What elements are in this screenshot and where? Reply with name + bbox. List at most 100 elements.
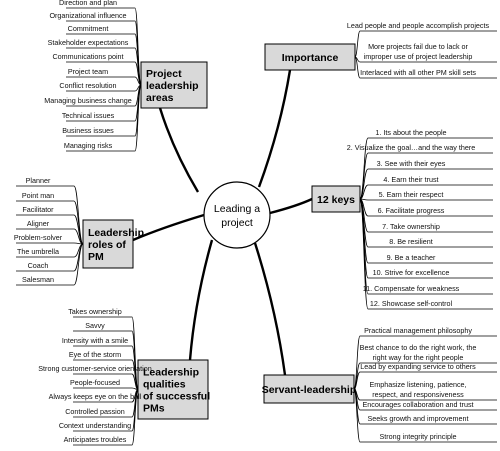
item-label: Stakeholder expectations (48, 38, 129, 47)
item-label: Coach (28, 261, 49, 270)
item-label: People-focused (70, 378, 120, 387)
topic-title-line: PM (88, 251, 104, 263)
branch-item: Problem-solver (14, 233, 63, 242)
branch-item: 8. Be resilient (389, 237, 433, 246)
branch-servant-leadership: Servant-leadership Practical management p… (262, 326, 477, 441)
trunk-twelve-keys (269, 197, 313, 215)
item-connector (353, 335, 361, 390)
item-label: Managing risks (64, 141, 113, 150)
item-label: Business issues (62, 126, 114, 135)
branch-item: Communications point (52, 52, 123, 61)
branch-item: 12. Showcase self-control (370, 299, 453, 308)
topic-title-line: Leadership (88, 227, 144, 239)
item-label: Project team (68, 67, 108, 76)
branch-item: Commitment (68, 24, 109, 33)
branch-item: Salesman (22, 275, 54, 284)
item-label: Always keeps eye on the ball (49, 392, 142, 401)
topic-title-line: PMs (143, 403, 165, 415)
branch-item: Conflict resolution (59, 81, 116, 90)
branch-item: Takes ownership (68, 307, 122, 316)
branch-item: Lead people and people accomplish projec… (347, 21, 490, 30)
branch-item: Facilitator (22, 205, 54, 214)
branch-item: Emphasize listening, patience,respect, a… (369, 380, 466, 399)
branch-item: 9. Be a teacher (387, 253, 436, 262)
branch-importance: Importance Lead people and people accompl… (264, 21, 490, 77)
item-label: improper use of project leadership (364, 52, 473, 61)
topic-title-line: areas (146, 92, 174, 104)
topic-box-leadership-qualities (137, 359, 209, 420)
topic-title-line: Servant-leadership (262, 384, 357, 396)
item-label: 12. Showcase self-control (370, 299, 453, 308)
item-connector (359, 168, 369, 200)
branch-item: Eye of the storm (69, 350, 121, 359)
branch-item: The umbrella (17, 247, 59, 256)
item-label: right way for the right people (373, 353, 464, 362)
topic-title-line: Importance (282, 52, 339, 64)
branch-item: Planner (26, 176, 51, 185)
item-label: More projects fail due to lack or (368, 42, 468, 51)
item-label: Emphasize listening, patience, (369, 380, 466, 389)
item-label: Interlaced with all other PM skill sets (360, 68, 476, 77)
item-label: Context understanding (59, 421, 131, 430)
item-label: 5. Earn their respect (379, 190, 444, 199)
topic-title-line: Leadership (143, 367, 199, 379)
item-label: respect, and responsiveness (372, 390, 464, 399)
item-label: Facilitator (22, 205, 54, 214)
item-label: 9. Be a teacher (387, 253, 436, 262)
item-connector (359, 184, 369, 200)
branch-item: Anticipates troubles (64, 435, 127, 444)
branch-item: Strong customer-service orientation (38, 364, 151, 373)
item-connector (354, 56, 361, 79)
trunk-servant-leadership (253, 242, 287, 376)
branch-item: 7. Take ownership (382, 222, 440, 231)
branch-item: Encourages collaboration and trust (362, 400, 473, 409)
branch-item: Lead by expanding service to others (360, 362, 476, 371)
item-label: Practical management philosophy (364, 326, 472, 335)
branch-item: Aligner (27, 219, 50, 228)
item-connector (353, 371, 361, 390)
item-label: Point man (22, 191, 54, 200)
item-label: Salesman (22, 275, 54, 284)
trunk-importance (257, 69, 292, 188)
item-label: Commitment (68, 24, 109, 33)
item-label: Takes ownership (68, 307, 122, 316)
item-label: Controlled passion (65, 407, 125, 416)
connectors (16, 7, 497, 446)
branch-item: Direction and plan (59, 0, 117, 7)
center-node: Leading a project (203, 181, 271, 249)
branch-item: More projects fail due to lack orimprope… (364, 42, 473, 61)
branch-item: Context understanding (59, 421, 131, 430)
item-label: Communications point (52, 52, 123, 61)
item-label: 8. Be resilient (389, 237, 433, 246)
item-label: Eye of the storm (69, 350, 121, 359)
topic-title-line: Project (146, 68, 182, 80)
trunk-leadership-roles-of-pm (132, 213, 205, 242)
branch-item: 11. Compensate for weakness (363, 284, 460, 293)
topic-title-line: 12 keys (317, 194, 355, 206)
branch-item: 2. Visualize the goal…and the way there (347, 143, 476, 152)
trunk-project-leadership-areas (158, 107, 200, 193)
branch-item: Savvy (85, 321, 105, 330)
branch-item: 4. Earn their trust (383, 175, 438, 184)
branch-item: Best chance to do the right work, therig… (360, 343, 477, 362)
item-label: Seeks growth and improvement (367, 414, 468, 423)
item-label: 6. Facilitate progress (378, 206, 445, 215)
branch-item: Business issues (62, 126, 114, 135)
item-connector (354, 30, 361, 58)
branch-item: Coach (28, 261, 49, 270)
item-label: Conflict resolution (59, 81, 116, 90)
item-label: 1. Its about the people (375, 128, 446, 137)
item-label: 7. Take ownership (382, 222, 440, 231)
topic-box-twelve-keys (311, 185, 361, 213)
item-label: Problem-solver (14, 233, 63, 242)
item-connector (353, 388, 361, 443)
branch-item: Technical issues (62, 111, 115, 120)
branch-item: People-focused (70, 378, 120, 387)
branch-item: Organizational influence (49, 11, 126, 20)
topic-box-leadership-roles-of-pm (82, 219, 134, 269)
item-label: Technical issues (62, 111, 115, 120)
item-label: The umbrella (17, 247, 59, 256)
